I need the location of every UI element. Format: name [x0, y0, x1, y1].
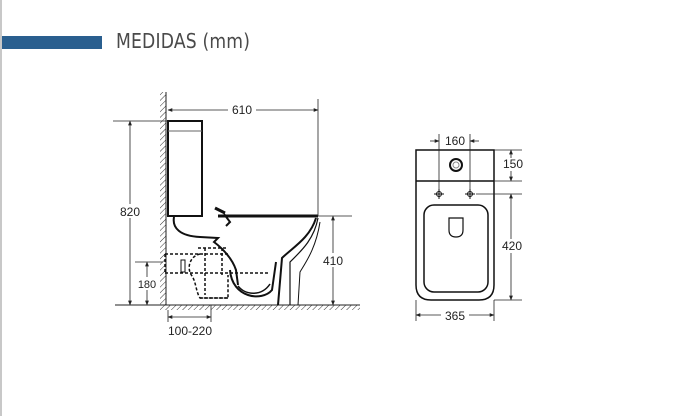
header-accent-bar	[2, 36, 102, 49]
dim-depth-label: 610	[232, 103, 252, 117]
dim-tank-depth-label: 150	[503, 157, 523, 171]
side-view: 610 820 180 410 100-220	[113, 92, 360, 338]
seat-outline	[423, 204, 489, 293]
floor-hatch	[160, 305, 360, 310]
bowl-trapway	[172, 216, 239, 286]
dim-total-height-label: 820	[120, 205, 140, 219]
top-view: 160 150 420 365	[415, 134, 525, 323]
dim-holes-spacing-label: 160	[445, 134, 465, 148]
dim-width-label: 365	[445, 309, 465, 323]
dim-bowl-length-label: 420	[502, 239, 522, 253]
fixing-holes	[434, 189, 475, 199]
dim-outlet-distance-label: 100-220	[168, 324, 212, 338]
wall-hatch	[160, 92, 166, 305]
cistern	[167, 120, 203, 217]
bowl-opening	[448, 217, 464, 238]
dim-seat-height-label: 410	[323, 254, 343, 268]
dim-outlet-height-label: 180	[138, 279, 156, 291]
section-title: MEDIDAS (mm)	[116, 29, 251, 53]
outlet-dashed	[164, 247, 270, 299]
top-outline	[415, 149, 495, 301]
flush-button-icon	[449, 158, 463, 172]
page-left-border	[0, 0, 2, 416]
